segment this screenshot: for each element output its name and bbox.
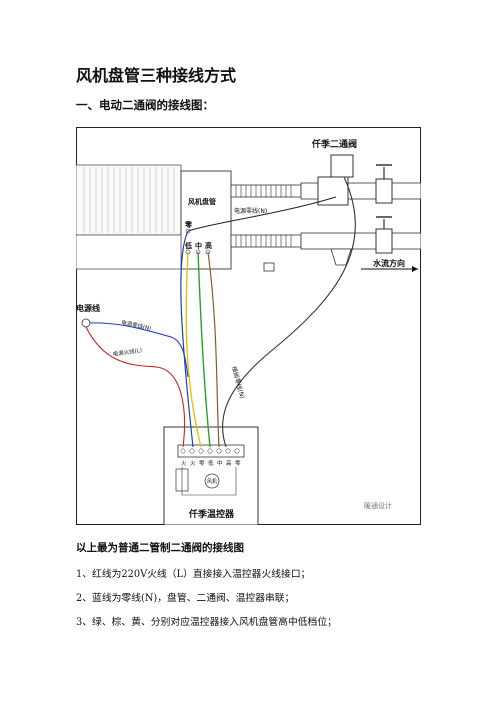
thermostat-label: 仟季温控器 — [188, 508, 235, 520]
terminal-label-6: 高 — [226, 459, 232, 467]
terminal-label-3: 零 — [199, 460, 205, 467]
figure-caption: 以上最为普通二管制二通阀的接线图 — [76, 542, 244, 554]
water-flow-label: 水流方向 — [372, 258, 405, 268]
terminal-label-1: 火 — [181, 461, 187, 467]
watermark: 暖通设计 — [364, 501, 392, 510]
page-title: 风机盘管三种接线方式 — [76, 66, 237, 85]
wires — [85, 176, 356, 448]
terminal-label-2: 火 — [190, 461, 196, 467]
speed-high-label: 高 — [205, 241, 212, 250]
terminal-label-4: 低 — [208, 459, 214, 467]
valve-label: 仟季二通阀 — [311, 138, 357, 150]
thermostat-box: 火 火 零 低 中 高 零 风机 仟季温控器 — [163, 426, 259, 525]
instruction-line-1: 1、红线为220V火线（L）直接接入温控器火线接口； — [76, 569, 311, 580]
coil-neutral-label: 电源零线(N) — [234, 207, 267, 215]
terminal-label-5: 中 — [217, 459, 223, 467]
terminal-label-7: 零 — [235, 460, 241, 467]
instruction-line-3: 3、绿、棕、黄、分别对应温控器接入风机盘管高中低档位； — [76, 617, 337, 628]
wiring-diagram: 仟季二通阀 水流方向 风机盘管 电源零线(N) 零 低 中 高 — [76, 127, 421, 525]
zero-label: 零 — [184, 220, 193, 229]
coil-label: 风机盘管 — [188, 197, 216, 206]
speed-mid-label: 中 — [195, 241, 202, 250]
fan-label: 风机 — [207, 478, 217, 485]
section-heading: 一、电动二通阀的接线图： — [76, 98, 214, 112]
speed-low-label: 低 — [184, 241, 192, 250]
instruction-line-2: 2、蓝线为零线(N)，盘管、二通阀、温控器串联； — [76, 593, 295, 604]
supply-pipe — [230, 164, 421, 206]
return-pipe — [230, 216, 421, 272]
power-label: 电源线 — [76, 303, 100, 313]
